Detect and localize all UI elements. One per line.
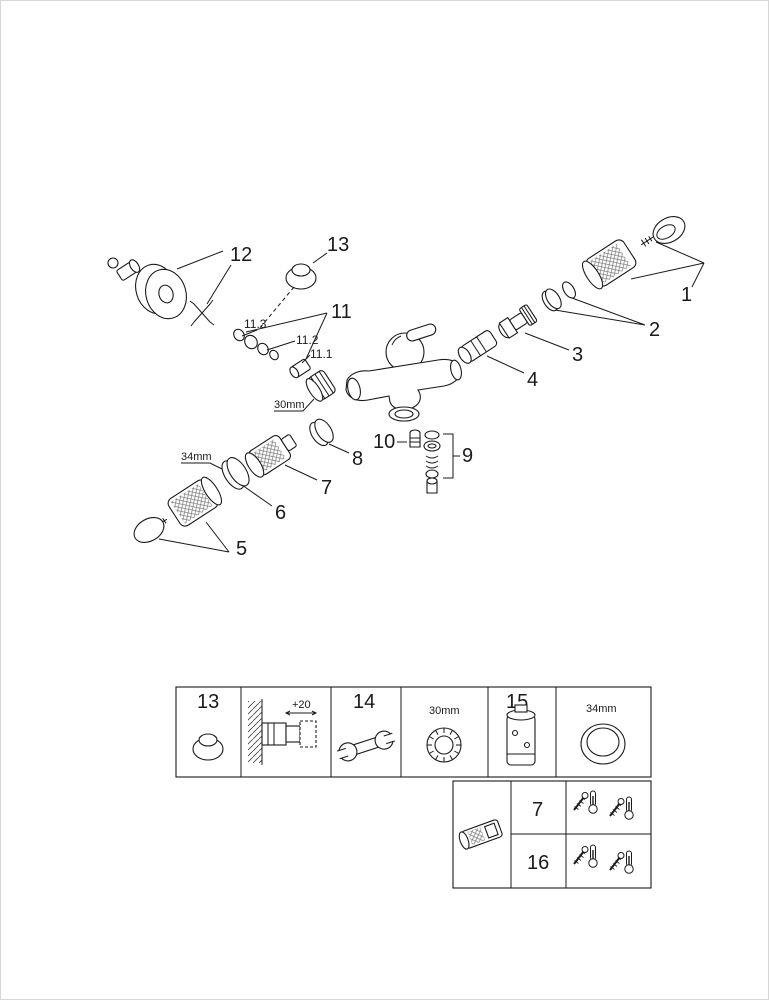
callout-1: 1 [630, 241, 705, 306]
table-cell-13-header: 13 [197, 691, 219, 713]
dim-30mm: 30mm [274, 398, 315, 412]
callout-11-1-label: 11.1 [310, 347, 333, 361]
callout-10: 10 [373, 431, 407, 453]
table-cell-34mm-header: 34mm [586, 703, 617, 715]
callout-13-label: 13 [327, 234, 349, 256]
callout-7: 7 [284, 464, 332, 499]
callout-6: 6 [241, 484, 286, 524]
callout-12-label: 12 [230, 244, 252, 266]
callout-11-2: 11.2 [266, 333, 319, 351]
table-install-offset-label: +20 [292, 699, 311, 711]
spares-row-16-label: 16 [527, 852, 549, 874]
callout-8: 8 [328, 443, 363, 470]
part-6-shroud-ring [221, 457, 250, 490]
dim-34mm-label: 34mm [181, 451, 212, 463]
callout-7-label: 7 [321, 477, 332, 499]
callout-2-label: 2 [649, 319, 660, 341]
part-8-ring [309, 418, 334, 447]
part-1-mousseur [581, 216, 686, 290]
table-cell-30mm-header: 30mm [429, 705, 460, 717]
callout-11-2-label: 11.2 [296, 333, 319, 347]
callout-8-label: 8 [352, 448, 363, 470]
part-4-connector [457, 330, 498, 364]
cartridge-icon [506, 704, 536, 766]
nut-30mm-icon [426, 727, 462, 763]
ring-34mm-icon [580, 723, 626, 765]
part-2-seal-rings [541, 281, 577, 312]
tapered-ring-icon [192, 733, 224, 761]
callout-3: 3 [524, 332, 583, 366]
parts-table: 13 +20 14 30mm [175, 686, 652, 778]
part-10-screw [409, 429, 421, 448]
part-11-inlet-parts [233, 328, 336, 402]
table-cell-14-header: 14 [353, 691, 375, 713]
part-13-ring [285, 263, 317, 290]
callout-11: 11 [245, 301, 352, 360]
callout-9: 9 [443, 433, 473, 479]
screw-icon [640, 236, 654, 247]
callout-5: 5 [158, 521, 247, 560]
callout-5-label: 5 [236, 538, 247, 560]
callout-12: 12 [176, 244, 252, 305]
callout-6-label: 6 [275, 502, 286, 524]
wall-install-icon: +20 [248, 699, 318, 765]
callout-11-3-label: 11.3 [244, 317, 267, 331]
callout-4-label: 4 [527, 369, 538, 391]
part-30mm-nut [305, 370, 336, 402]
dim-30mm-label: 30mm [274, 399, 305, 411]
part-13-assembly-line [258, 286, 295, 330]
spare-cartridge-icon [458, 819, 503, 850]
faucet-body [345, 323, 462, 422]
callout-11-3: 11.3 [241, 317, 267, 337]
wrench-icon [337, 730, 395, 762]
part-7-cartridge [244, 434, 297, 478]
part-5-mousseur [133, 476, 223, 543]
callout-4: 4 [486, 355, 538, 391]
callout-13: 13 [312, 234, 349, 264]
callout-3-label: 3 [572, 344, 583, 366]
callout-1-label: 1 [681, 284, 692, 306]
dim-34mm: 34mm [181, 451, 223, 470]
spares-row-7-label: 7 [532, 799, 543, 821]
callout-10-label: 10 [373, 431, 395, 453]
part-9-parts [423, 430, 441, 494]
callout-2: 2 [554, 297, 660, 341]
callout-11-1: 11.1 [301, 347, 333, 364]
part-3-check-valve [498, 304, 538, 339]
retaining-clip-icon [189, 299, 215, 327]
callout-9-label: 9 [462, 445, 473, 467]
part-12-wall-union [107, 257, 215, 327]
callout-11-label: 11 [331, 301, 352, 323]
spares-table: 7 16 [452, 780, 652, 889]
